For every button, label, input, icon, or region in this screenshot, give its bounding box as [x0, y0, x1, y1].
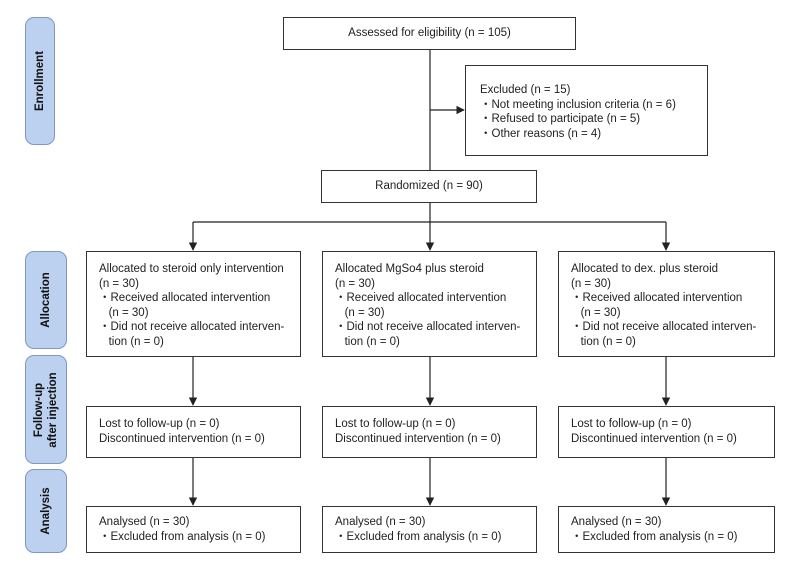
arm2-allocation-box: Allocated MgSo4 plus steroid (n = 30) ・R…: [322, 251, 537, 357]
followup-line: Discontinued intervention (n = 0): [335, 432, 501, 445]
allocation-line: Allocated MgSo4 plus steroid: [335, 263, 484, 275]
allocation-line: (n = 30): [335, 277, 375, 290]
allocation-line: tion (n = 0): [99, 335, 164, 348]
followup-line: Lost to follow-up (n = 0): [335, 418, 456, 430]
stage-label-analysis: Analysis: [25, 469, 67, 553]
excluded-item: ・Other reasons (n = 4): [480, 127, 602, 140]
excluded-item: ・Refused to participate (n = 5): [480, 113, 641, 125]
randomized-box: Randomized (n = 90): [321, 170, 537, 203]
arm1-allocation-box: Allocated to steroid only intervention (…: [86, 251, 301, 357]
allocation-line: tion (n = 0): [571, 335, 636, 348]
excluded-title: Excluded (n = 15): [480, 84, 571, 96]
excluded-item: ・Not meeting inclusion criteria (n = 6): [480, 98, 676, 111]
analysis-line: Analysed (n = 30): [99, 516, 190, 528]
excluded-box: Excluded (n = 15) ・Not meeting inclusion…: [465, 65, 708, 156]
allocation-line: ・Received allocated intervention: [99, 292, 271, 304]
assessed-text: Assessed for eligibility (n = 105): [348, 27, 511, 40]
analysis-line: ・Excluded from analysis (n = 0): [335, 530, 502, 543]
followup-line: Discontinued intervention (n = 0): [571, 432, 737, 445]
analysis-line: Analysed (n = 30): [335, 516, 426, 528]
stage-followup-text-1: Follow-up: [33, 382, 45, 437]
allocation-line: ・Did not receive allocated interven-: [335, 321, 521, 333]
allocation-line: ・Received allocated intervention: [335, 292, 507, 304]
analysis-line: ・Excluded from analysis (n = 0): [99, 530, 266, 543]
followup-line: Lost to follow-up (n = 0): [99, 418, 220, 430]
arm1-analysis-box: Analysed (n = 30) ・Excluded from analysi…: [86, 506, 301, 553]
arm3-allocation-box: Allocated to dex. plus steroid (n = 30) …: [558, 251, 775, 357]
allocation-line: (n = 30): [335, 306, 385, 319]
allocation-line: (n = 30): [99, 306, 149, 319]
analysis-line: ・Excluded from analysis (n = 0): [571, 530, 738, 543]
followup-line: Discontinued intervention (n = 0): [99, 432, 265, 445]
arm3-analysis-box: Analysed (n = 30) ・Excluded from analysi…: [558, 506, 775, 553]
arm3-followup-box: Lost to follow-up (n = 0) Discontinued i…: [558, 406, 775, 458]
allocation-line: tion (n = 0): [335, 335, 400, 348]
stage-enrollment-text: Enrollment: [34, 50, 46, 112]
allocation-line: ・Received allocated intervention: [571, 292, 743, 304]
stage-label-followup: Follow-up after injection: [25, 355, 67, 464]
allocation-line: (n = 30): [99, 277, 139, 290]
allocation-line: Allocated to steroid only intervention: [99, 263, 284, 275]
randomized-text: Randomized (n = 90): [375, 180, 483, 193]
analysis-line: Analysed (n = 30): [571, 516, 662, 528]
stage-label-enrollment: Enrollment: [25, 17, 55, 145]
allocation-line: ・Did not receive allocated interven-: [99, 321, 285, 333]
allocation-line: (n = 30): [571, 306, 621, 319]
stage-label-allocation: Allocation: [25, 251, 67, 349]
stage-allocation-text: Allocation: [40, 272, 52, 328]
assessed-box: Assessed for eligibility (n = 105): [283, 17, 576, 50]
stage-followup-text-2: after injection: [47, 371, 59, 448]
arm2-analysis-box: Analysed (n = 30) ・Excluded from analysi…: [322, 506, 537, 553]
followup-line: Lost to follow-up (n = 0): [571, 418, 692, 430]
allocation-line: (n = 30): [571, 277, 611, 290]
allocation-line: Allocated to dex. plus steroid: [571, 263, 719, 275]
arm1-followup-box: Lost to follow-up (n = 0) Discontinued i…: [86, 406, 301, 458]
stage-analysis-text: Analysis: [40, 487, 52, 535]
allocation-line: ・Did not receive allocated interven-: [571, 321, 757, 333]
arm2-followup-box: Lost to follow-up (n = 0) Discontinued i…: [322, 406, 537, 458]
